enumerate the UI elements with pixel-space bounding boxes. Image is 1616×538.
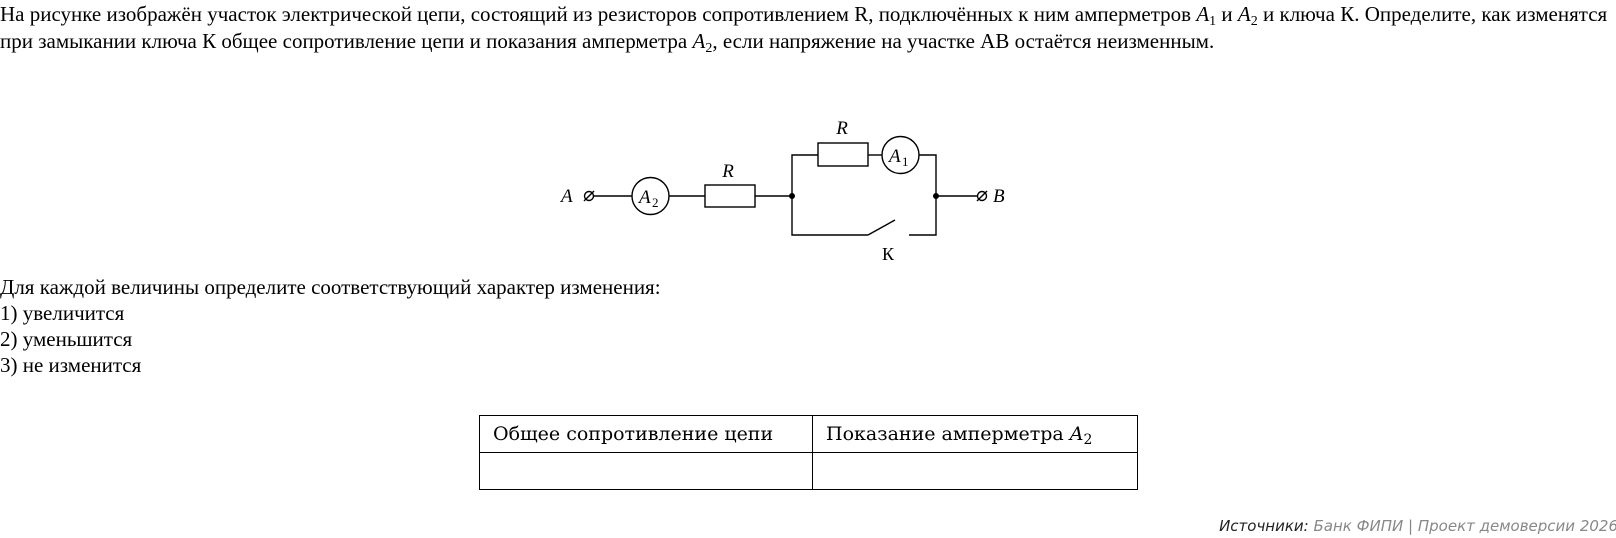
- wire-lower-left: [791, 196, 868, 236]
- header-ammeter-symbol: A2: [1069, 423, 1093, 448]
- sources-line: Источники: Банк ФИПИ | Проект демоверсии…: [1219, 517, 1616, 535]
- answer-table: Общее сопротивление цепи Показание ампер…: [479, 415, 1138, 490]
- problem-text-part-1: На рисунке изображён участок электрическ…: [0, 2, 1197, 26]
- wire-upper-left: [791, 154, 818, 196]
- ammeter-a1-letter: A: [887, 146, 901, 167]
- ammeter-a2-letter: A: [637, 187, 651, 208]
- ammeter-a2-index: 2: [652, 195, 659, 210]
- answer-cell-ammeter[interactable]: [812, 452, 1138, 490]
- option-decrease: 2) уменьшится: [0, 327, 133, 351]
- answer-table-input-row: [479, 452, 1138, 490]
- junction-node-left: [789, 193, 795, 199]
- problem-text: На рисунке изображён участок электрическ…: [0, 1, 1612, 56]
- header-ammeter-reading: Показание амперметра A2: [812, 415, 1138, 453]
- resistor-branch: [817, 142, 869, 167]
- key-switch: [867, 219, 896, 236]
- ammeter-a2-symbol-2: A2: [692, 29, 713, 56]
- problem-text-part-4: , если напряжение на участке AB остаётся…: [712, 29, 1215, 53]
- problem-text-part-3: и ключа К. Определите, как изменятся при…: [0, 2, 1608, 53]
- resistor-main-label: R: [721, 161, 734, 182]
- instructions-prompt: Для каждой величины определите соответст…: [0, 275, 661, 299]
- wire-upper-right: [919, 154, 937, 196]
- sources-label: Источники:: [1219, 517, 1309, 535]
- terminal-a-slash: [583, 190, 595, 202]
- wire-lower-right: [909, 196, 937, 236]
- answer-table-header-row: Общее сопротивление цепи Показание ампер…: [479, 415, 1138, 453]
- junction-node-right: [933, 193, 939, 199]
- resistor-branch-label: R: [835, 118, 848, 139]
- ammeter-a1-symbol: A1: [1196, 2, 1217, 29]
- ammeter-a2-symbol: A2: [1237, 2, 1258, 29]
- option-unchanged: 3) не изменится: [0, 353, 142, 377]
- sources-value[interactable]: Банк ФИПИ | Проект демоверсии 2026: [1313, 517, 1616, 535]
- option-increase: 1) увеличится: [0, 301, 125, 325]
- problem-text-part-2: и: [1216, 2, 1238, 26]
- answer-cell-resistance[interactable]: [479, 452, 813, 490]
- ammeter-a1: [881, 135, 920, 175]
- terminal-b-label: B: [993, 186, 1005, 207]
- terminal-b-slash: [976, 190, 988, 202]
- resistor-main: [704, 184, 756, 208]
- key-label: К: [882, 244, 895, 264]
- instructions: Для каждой величины определите соответст…: [0, 274, 661, 378]
- header-total-resistance: Общее сопротивление цепи: [479, 415, 813, 453]
- circuit-diagram: A B R R A 2 A 1 К: [559, 118, 1005, 264]
- terminal-a-label: A: [559, 186, 573, 207]
- ammeter-a2: [631, 176, 670, 216]
- ammeter-a1-index: 1: [902, 154, 909, 169]
